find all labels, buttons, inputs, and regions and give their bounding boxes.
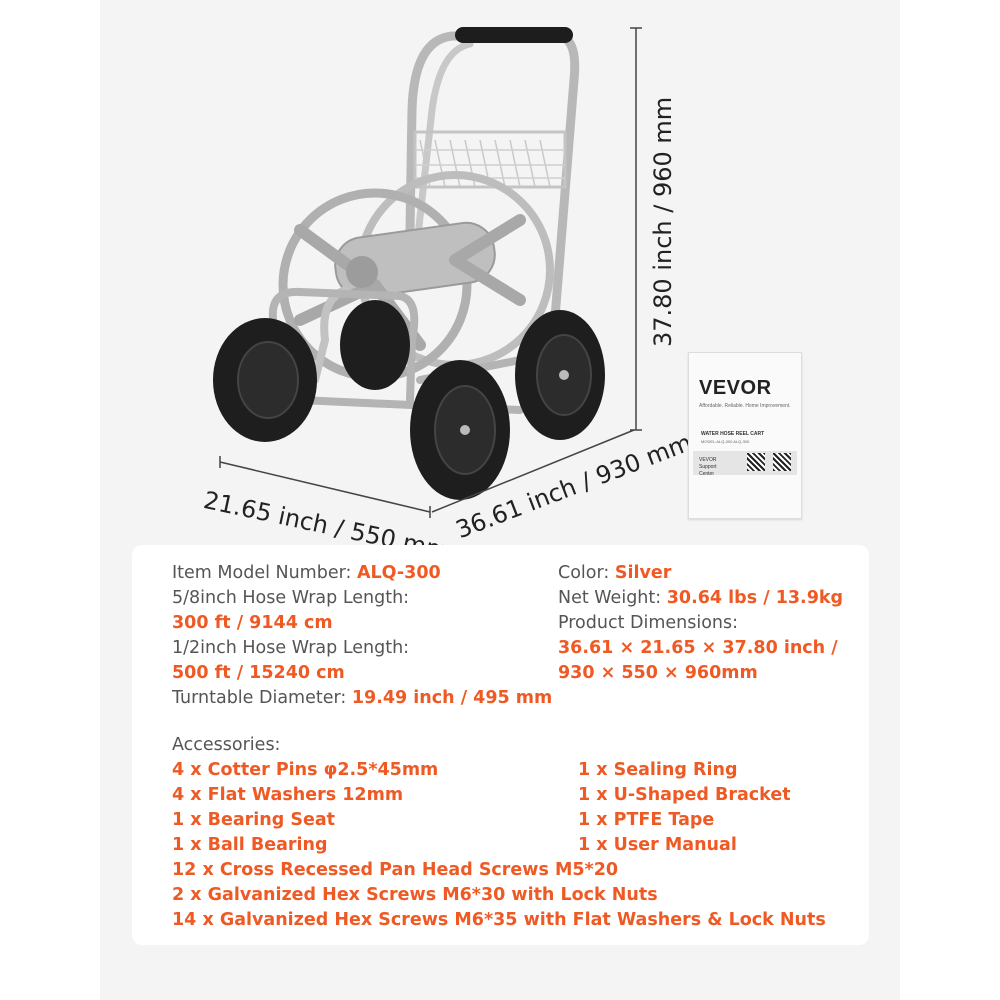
accessory-item: 1 x Sealing Ring: [578, 760, 738, 780]
hose-reel-cart-image: [213, 27, 642, 518]
spec-turntable-label: Turntable Diameter:: [172, 688, 347, 708]
spec-turntable-value: 19.49 inch / 495 mm: [351, 688, 553, 708]
accessory-item: 14 x Galvanized Hex Screws M6*35 with Fl…: [172, 910, 826, 930]
spec-hose12-label: 1/2inch Hose Wrap Length:: [172, 638, 410, 658]
accessory-item: 12 x Cross Recessed Pan Head Screws M5*2…: [172, 860, 619, 880]
qr-code-icon: [747, 453, 765, 471]
accessory-item: 1 x Ball Bearing: [172, 835, 328, 855]
spec-card: Item Model Number: ALQ-300 5/8inch Hose …: [132, 545, 869, 945]
accessory-item: 4 x Cotter Pins φ2.5*45mm: [172, 760, 439, 780]
manual-support-box: VEVOR Support Center: [693, 451, 797, 477]
wheel-front-right: [515, 310, 605, 440]
spec-model-value: ALQ-300: [356, 563, 441, 583]
manual-model: MODEL:ALQ-300 ALQ-300: [701, 439, 750, 444]
accessory-item: 1 x Bearing Seat: [172, 810, 336, 830]
spec-dims-value-2: 930 × 550 × 960mm: [558, 663, 758, 683]
dimension-lines: [219, 27, 642, 518]
wheel-back-left: [213, 318, 317, 442]
user-manual-booklet: VEVOR Affordable. Reliable. Home Improve…: [688, 352, 802, 519]
qr-code-icon: [773, 453, 791, 471]
wheel-front-left: [410, 360, 510, 500]
handle-frame: [405, 31, 580, 385]
wire-basket: [413, 130, 567, 189]
accessory-item: 1 x User Manual: [578, 835, 737, 855]
spec-color-value: Silver: [614, 563, 672, 583]
manual-title: WATER HOSE REEL CART: [701, 431, 765, 437]
spec-hose12-value: 500 ft / 15240 cm: [172, 663, 345, 683]
manual-support-label: VEVOR Support Center: [699, 457, 717, 477]
accessory-item: 2 x Galvanized Hex Screws M6*30 with Loc…: [172, 885, 658, 905]
accessory-item: 1 x PTFE Tape: [578, 810, 715, 830]
height-dimension-label: 37.80 inch / 960 mm: [649, 96, 677, 347]
accessory-item: 4 x Flat Washers 12mm: [172, 785, 404, 805]
spec-weight-value: 30.64 lbs / 13.9kg: [666, 588, 844, 608]
accessory-item: 1 x U-Shaped Bracket: [578, 785, 791, 805]
handle-grip: [455, 27, 573, 43]
spec-color-label: Color:: [558, 563, 610, 583]
spec-dims-value-1: 36.61 × 21.65 × 37.80 inch /: [558, 638, 838, 658]
spec-weight: Net Weight: 30.64 lbs / 13.9kg: [558, 588, 843, 608]
spec-weight-label: Net Weight:: [558, 588, 662, 608]
accessories-heading: Accessories:: [172, 735, 281, 755]
spec-dims-label: Product Dimensions:: [558, 613, 739, 633]
spec-hose58-label: 5/8inch Hose Wrap Length:: [172, 588, 410, 608]
spec-model: Item Model Number: ALQ-300: [172, 563, 441, 583]
spec-color: Color: Silver: [558, 563, 671, 583]
spec-hose58-value: 300 ft / 9144 cm: [172, 613, 333, 633]
spec-turntable: Turntable Diameter: 19.49 inch / 495 mm: [172, 688, 552, 708]
spec-model-label: Item Model Number:: [172, 563, 352, 583]
manual-brand: VEVOR: [699, 377, 772, 399]
handle-frame-front: [414, 40, 474, 239]
manual-tagline: Affordable. Reliable. Home Improvement.: [699, 403, 791, 409]
wheel-back-right: [340, 300, 410, 390]
